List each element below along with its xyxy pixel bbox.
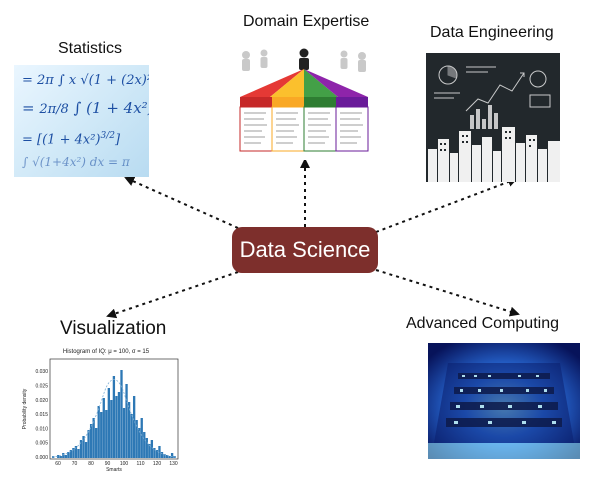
histogram-bars xyxy=(52,370,176,458)
histogram-bar xyxy=(130,414,133,458)
data-science-label: Data Science xyxy=(239,237,371,262)
data-science-node: Data Science xyxy=(232,227,378,273)
x-tick-6: 120 xyxy=(153,461,162,467)
histogram-bar xyxy=(145,438,148,458)
histogram-bar xyxy=(117,392,121,458)
histogram-bar xyxy=(84,442,88,458)
histogram-bar xyxy=(132,396,136,458)
histogram-bar xyxy=(158,446,161,458)
histogram-bar xyxy=(125,384,128,458)
histogram-bar xyxy=(97,406,100,458)
histogram-bar xyxy=(100,412,103,458)
x-tick-0: 60 xyxy=(55,461,61,467)
histogram-bar xyxy=(115,396,118,458)
y-tick-1: 0.005 xyxy=(35,441,48,447)
histogram-bar xyxy=(87,430,90,458)
statistics-image: = 2π ∫ x √(1 + (2x)²) dx = 2π/8 ∫ (1 + 4… xyxy=(14,65,149,177)
histogram-density-curve xyxy=(51,379,177,458)
statistics-label: Statistics xyxy=(58,40,123,57)
histogram-x-ticks: 60 70 80 90 100 110 120 130 xyxy=(55,461,178,467)
histogram-bar xyxy=(102,398,105,458)
histogram-bar xyxy=(120,370,123,458)
y-tick-0: 0.000 xyxy=(35,455,48,461)
histogram-bar xyxy=(163,454,166,458)
arrow-to-engineering xyxy=(375,177,518,233)
histogram-bar xyxy=(74,446,78,458)
histogram-bar xyxy=(57,455,60,458)
x-tick-4: 100 xyxy=(120,461,129,467)
histogram-bar xyxy=(153,448,156,458)
x-tick-2: 80 xyxy=(88,461,94,467)
histogram-bar xyxy=(140,418,143,458)
histogram-title: Histogram of IQ: μ = 100, σ = 15 xyxy=(63,349,150,355)
visualization-image: Histogram of IQ: μ = 100, σ = 15 0.000 0… xyxy=(18,345,183,473)
histogram-bar xyxy=(105,410,108,458)
y-tick-5: 0.025 xyxy=(35,384,48,390)
arrow-to-statistics xyxy=(124,176,239,229)
histogram-bar xyxy=(127,402,131,458)
data-engineering-label: Data Engineering xyxy=(430,24,554,41)
histogram-bar xyxy=(122,408,126,458)
histogram-bar xyxy=(148,444,151,458)
y-tick-2: 0.010 xyxy=(35,426,48,432)
histogram-bar xyxy=(160,452,164,458)
x-tick-5: 110 xyxy=(137,461,145,467)
domain-expertise-image xyxy=(234,45,374,160)
histogram-bar xyxy=(59,456,62,458)
histogram-bar xyxy=(168,456,171,458)
histogram-bar xyxy=(143,432,146,458)
x-tick-7: 130 xyxy=(169,461,178,467)
histogram-bar xyxy=(112,376,116,458)
advanced-computing-label: Advanced Computing xyxy=(406,315,559,332)
histogram-bar xyxy=(82,436,85,458)
histogram-bar xyxy=(92,418,95,458)
y-tick-3: 0.015 xyxy=(35,412,48,418)
histogram-bar xyxy=(89,424,93,458)
histogram-bar xyxy=(69,450,73,458)
histogram-ylabel: Probability density xyxy=(22,388,28,429)
y-tick-6: 0.030 xyxy=(35,369,48,375)
histogram-bar xyxy=(72,448,75,458)
histogram-bar xyxy=(64,455,67,458)
arrow-to-computing xyxy=(375,269,520,317)
histogram-bar xyxy=(155,450,159,458)
domain-expertise-label: Domain Expertise xyxy=(243,13,370,30)
histogram-bar xyxy=(150,440,154,458)
data-engineering-image xyxy=(426,53,560,182)
histogram-bar xyxy=(110,400,113,458)
histogram-bar xyxy=(135,420,138,458)
advanced-computing-image xyxy=(428,343,580,459)
histogram-bar xyxy=(95,428,98,458)
visualization-label: Visualization xyxy=(60,318,167,339)
arrow-to-visualization xyxy=(106,271,239,319)
histogram-bar xyxy=(77,449,80,458)
x-tick-1: 70 xyxy=(72,461,78,467)
histogram-bar xyxy=(62,453,65,458)
histogram-bar xyxy=(79,440,83,458)
histogram-y-ticks: 0.000 0.005 0.010 0.015 0.020 0.025 0.03… xyxy=(35,369,48,461)
histogram-bar xyxy=(170,453,174,458)
x-tick-3: 90 xyxy=(105,461,111,467)
histogram-bar xyxy=(67,452,70,458)
histogram-xlabel: Smarts xyxy=(106,467,122,473)
histogram-bar xyxy=(165,455,169,458)
histogram-bar xyxy=(138,428,141,458)
y-tick-4: 0.020 xyxy=(35,398,48,404)
histogram-bar xyxy=(107,388,110,458)
